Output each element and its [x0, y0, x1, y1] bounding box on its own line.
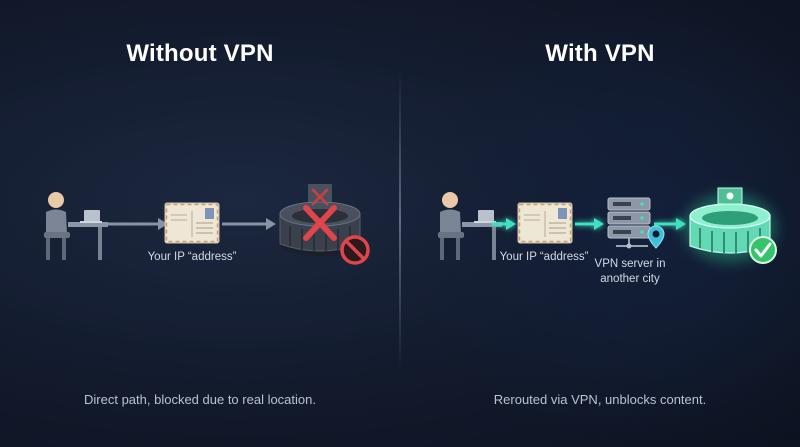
- without-vpn-diagram: [44, 184, 370, 265]
- stadium-icon: [684, 187, 776, 262]
- vpn-server-icon: [607, 197, 651, 249]
- arrow-to-stadium: [654, 218, 686, 230]
- location-pin-icon: [647, 225, 665, 249]
- arrow-to-server: [575, 218, 604, 230]
- blocked-x-icon: [303, 188, 337, 241]
- ball-icon: [726, 192, 734, 200]
- with-vpn-diagram: [438, 187, 777, 264]
- user-at-desk-icon: [44, 192, 108, 260]
- without-vpn-caption: Direct path, blocked due to real locatio…: [84, 392, 316, 407]
- ip-address-label: Your IP “address”: [499, 251, 589, 263]
- arrow-to-postcard: [108, 218, 168, 230]
- with-vpn-title: With VPN: [545, 40, 655, 67]
- check-icon: [749, 236, 777, 264]
- vpn-server-label-line2: another city: [600, 273, 660, 285]
- without-vpn-title: Without VPN: [126, 40, 274, 67]
- with-vpn-caption: Rerouted via VPN, unblocks content.: [493, 392, 707, 407]
- ip-address-label: Your IP “address”: [147, 251, 237, 263]
- prohibited-icon: [340, 235, 370, 265]
- vpn-server-label: VPN server in another city: [580, 257, 680, 287]
- with-vpn-panel: With VPN: [400, 0, 800, 447]
- arrow-to-stadium: [222, 218, 276, 230]
- user-at-desk-icon: [438, 192, 502, 260]
- vpn-server-label-line1: VPN server in: [594, 258, 666, 270]
- without-vpn-panel: Without VPN: [44, 40, 370, 407]
- postcard-icon: [164, 202, 220, 244]
- postcard-icon: [517, 202, 573, 244]
- arrow-to-postcard: [492, 218, 516, 230]
